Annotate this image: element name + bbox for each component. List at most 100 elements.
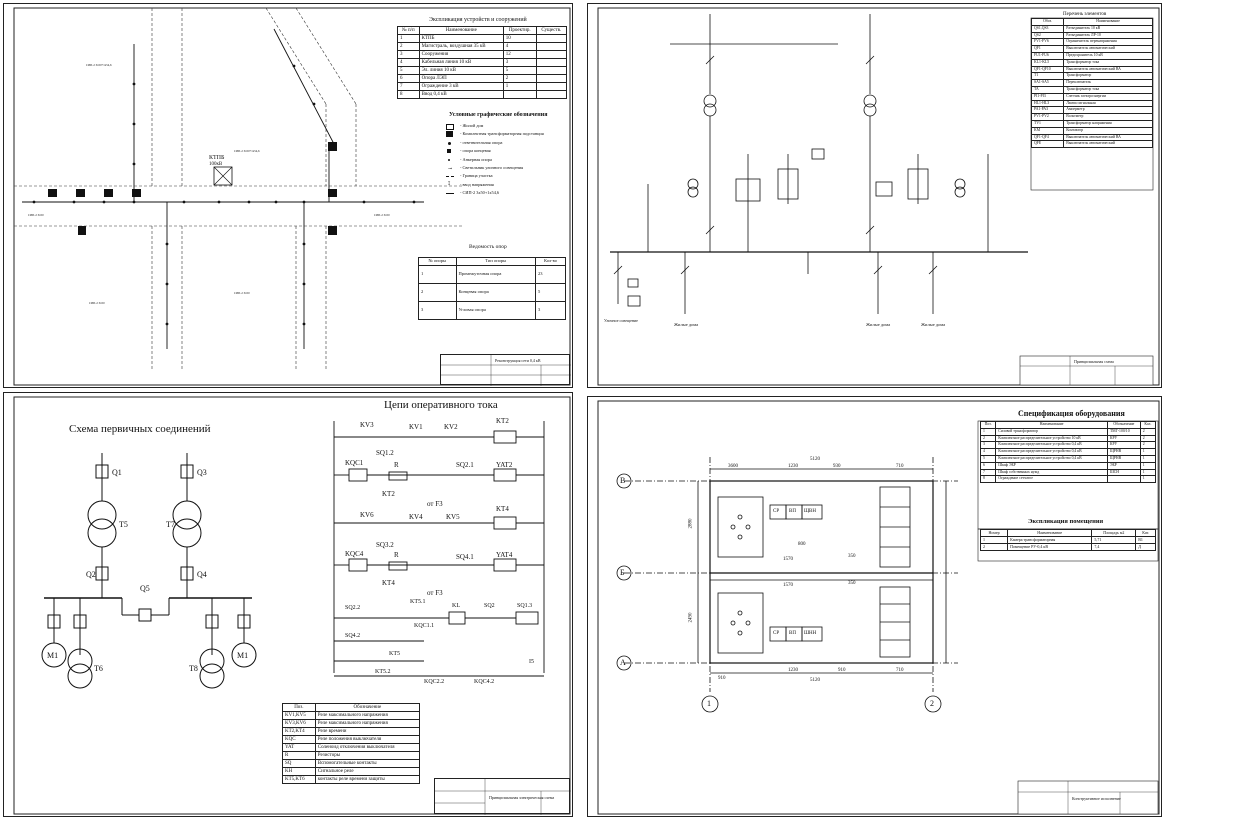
sheet-layout-plan: В Б А 1 2 3600 1230 930 710 5120 2880 24… [587,396,1162,817]
feeder-label-lighting: Уличное освещение [604,318,638,323]
label-sq32: SQ3.2 [376,541,394,549]
label-q5: Q5 [140,584,150,593]
legend-item: - Жилой дом [442,122,570,130]
lamp-icon: ⊸ [448,167,453,173]
label-kl: KL [452,603,460,609]
legend-item: - опора концевая [442,147,570,155]
label-q3: Q3 [197,468,207,477]
sheet3-titleblock-text: Принципиальная электрическая схема [489,795,555,800]
axis-2: 2 [930,699,934,708]
col-num: № п/п [397,26,420,35]
label-kv3: KV3 [360,421,374,429]
sheet1-support-title: Ведомость опор [469,244,507,250]
label-kv5: KV5 [446,513,460,521]
sheet1-table-title: Экспликация устройств и сооружений [429,17,527,23]
ktp-power: 100кВ [209,162,223,167]
dim: 1230 [788,464,798,469]
dim: 910 [838,668,846,673]
label-kt2b: KT2 [382,490,395,498]
input-arrow-icon: ↧ [447,181,452,187]
label-kt51: KT5.1 [410,599,426,605]
label-q4: Q4 [197,570,207,579]
panel-label: СР [773,509,780,514]
dim: 350 [848,581,856,586]
sheet2-table-title: Перечень элементов [1063,12,1107,17]
svg-text:СИП-2 3х50: СИП-2 3х50 [28,213,44,217]
dim: 930 [833,464,841,469]
label-sq21: SQ2.1 [456,461,474,469]
label-i5: I5 [529,659,534,665]
layout-plan-drawing [597,400,1160,815]
dim: 1570 [783,557,793,562]
ktp-filled-icon [446,131,453,138]
label-r2: R [394,551,399,559]
label-r1: R [394,461,399,469]
ktp-label: КТПБ [209,155,225,161]
label-from1: от F3 [427,500,443,508]
axis-v: В [620,476,626,485]
label-kqc42: KQC4.2 [474,679,495,685]
legend-item: ⊸- Светильник уличного освещения [442,164,570,172]
svg-text:СИП-2 3х50+1х54,6: СИП-2 3х50+1х54,6 [86,63,112,68]
sheet3-title-right: Цепи оперативного тока [384,399,498,411]
dim: 1570 [783,583,793,588]
label-m2: M1 [237,651,248,660]
primary-scheme-drawing: Q1 Q3 T5 T7 Q2 Q4 Q5 M1 M1 T6 T8 [13,396,571,815]
dim: 800 [798,542,806,547]
label-kqc4: KQC4 [345,550,364,558]
sheet1-titleblock: Реконструкция сети 0,4 кВ [440,354,571,386]
label-sq42: SQ4.2 [345,633,361,639]
panel-label: СР [773,631,780,636]
label-kt4: KT4 [496,505,509,513]
axis-a: А [620,658,626,667]
label-t5: T5 [119,520,128,529]
dim: 2490 [688,612,694,623]
label-yat2: YAT2 [496,461,513,469]
feeder-label-houses-2: Жилые дома [866,322,891,327]
sheet3-title-left: Схема первичных соединений [69,423,211,435]
label-kqc22: KQC2.2 [424,679,445,685]
label-kt52: KT5.2 [375,669,391,675]
legend-item: ↧- ввод напряжения [442,181,570,189]
svg-text:СИП-2 3х50+1х54,6: СИП-2 3х50+1х54,6 [234,149,260,154]
svg-text:СИП-2 3х50: СИП-2 3х50 [89,301,105,305]
label-sq2: SQ2 [484,603,495,609]
dim: 710 [896,464,904,469]
legend-item: - Граница участка [442,172,570,180]
legend-item: - СИП-2 3х50+1х54,6 [442,189,570,197]
axis-1: 1 [707,699,711,708]
sheet4-room-title: Экспликация помещения [1028,518,1104,525]
sheet-control-circuits: Схема первичных соединений Цепи оператив… [3,392,573,817]
label-sq13: SQ1.3 [517,603,533,609]
col-name: Наименование [418,26,504,35]
sheet3-titleblock: Принципиальная электрическая схема [434,778,571,815]
label-kqc1: KQC1 [345,459,364,467]
label-m1: M1 [47,651,58,660]
